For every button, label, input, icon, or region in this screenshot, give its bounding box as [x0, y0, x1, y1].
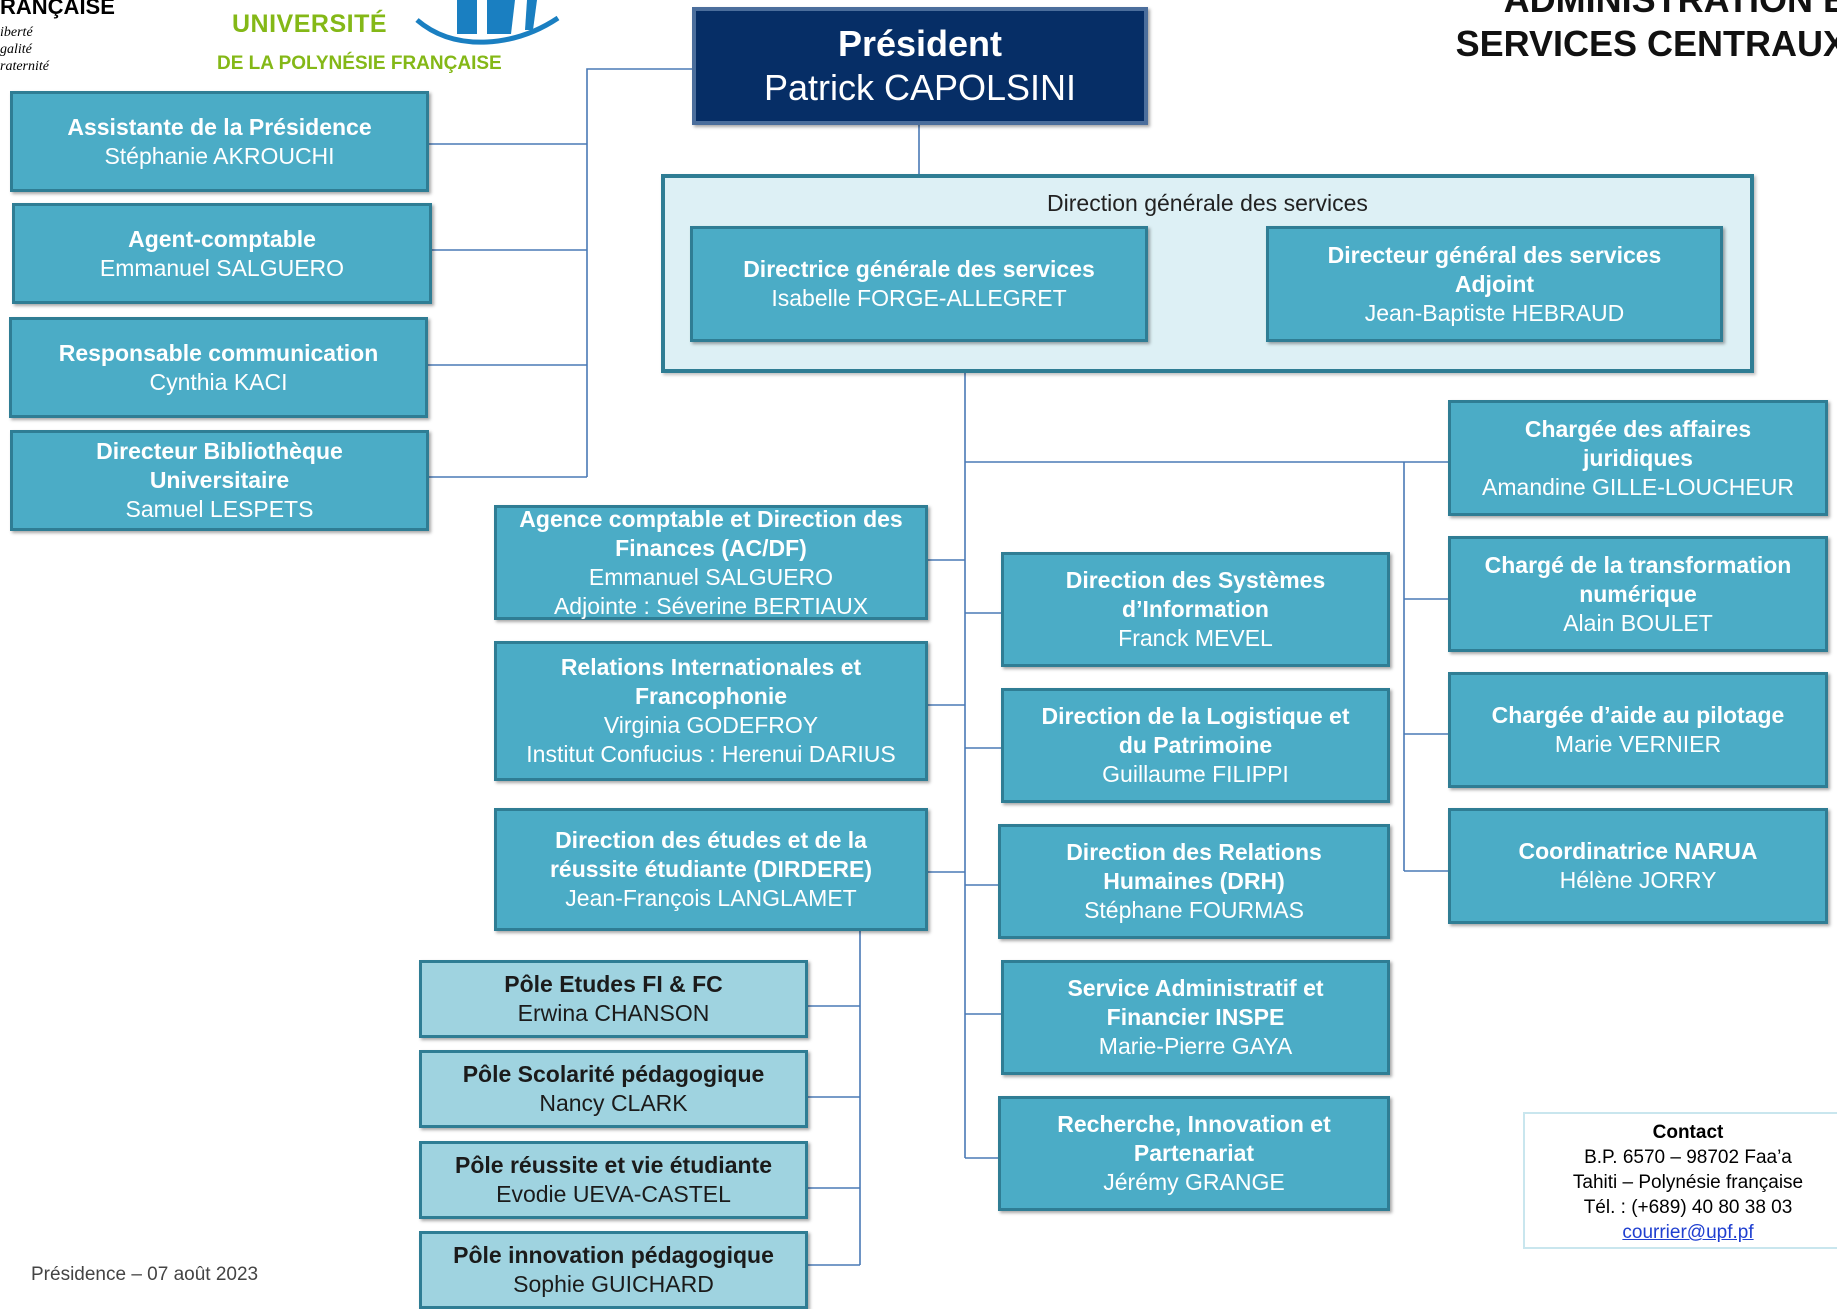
direction-box-acdf: Agence comptable et Direction des Financ…: [494, 505, 928, 620]
dgs-deputy-box: Directeur général des services Adjoint J…: [1266, 226, 1723, 342]
staff-box-narua: Coordinatrice NARUA Hélène JORRY: [1448, 808, 1828, 924]
direction-box-logistique: Direction de la Logistique et du Patrimo…: [1001, 688, 1390, 803]
direction-box-recherche: Recherche, Innovation et Partenariat Jér…: [998, 1096, 1390, 1211]
republic-wordmark: RANÇAISE: [0, 0, 115, 19]
direction-box-relations-internationales: Relations Internationales et Francophoni…: [494, 641, 928, 781]
staff-box-numerique: Chargé de la transformation numérique Al…: [1448, 536, 1828, 652]
dgs-title: Direction générale des services: [1047, 190, 1368, 216]
staff-box-bibliotheque: Directeur Bibliothèque Universitaire Sam…: [10, 430, 429, 531]
staff-box-assistant: Assistante de la Présidence Stéphanie AK…: [10, 91, 429, 192]
direction-box-dirdere: Direction des études et de la réussite é…: [494, 808, 928, 931]
university-subtitle: DE LA POLYNÉSIE FRANÇAISE: [217, 53, 502, 74]
footer-date: Présidence – 07 août 2023: [31, 1264, 259, 1285]
pole-box-innovation: Pôle innovation pédagogique Sophie GUICH…: [419, 1231, 808, 1309]
direction-box-drh: Direction des Relations Humaines (DRH) S…: [998, 824, 1390, 939]
president-box: Président Patrick CAPOLSINI: [692, 7, 1148, 125]
contact-box: Contact B.P. 6570 – 98702 Faa’a Tahiti –…: [1523, 1112, 1837, 1249]
staff-box-agent-comptable: Agent-comptable Emmanuel SALGUERO: [12, 203, 432, 304]
document-title: ADMINISTRATION E SERVICES CENTRAUX: [1455, 0, 1837, 64]
contact-email-link[interactable]: courrier@upf.pf: [1622, 1222, 1754, 1243]
pole-box-scolarite: Pôle Scolarité pédagogique Nancy CLARK: [419, 1050, 808, 1128]
direction-box-inspe: Service Administratif et Financier INSPE…: [1001, 960, 1390, 1075]
president-title: Président: [837, 23, 1003, 64]
republic-motto: iberté galité raternité: [0, 25, 49, 74]
dgs-director-box: Directrice générale des services Isabell…: [690, 226, 1148, 342]
direction-box-dsi: Direction des Systèmes d’Information Fra…: [1001, 552, 1390, 667]
staff-box-juridique: Chargée des affaires juridiques Amandine…: [1448, 400, 1828, 516]
contact-title: Contact: [1652, 1122, 1724, 1143]
staff-box-communication: Responsable communication Cynthia KACI: [9, 317, 428, 418]
president-name: Patrick CAPOLSINI: [763, 67, 1077, 108]
canoe-sail-icon: [415, 0, 560, 45]
pole-box-reussite: Pôle réussite et vie étudiante Evodie UE…: [419, 1141, 808, 1219]
staff-box-pilotage: Chargée d’aide au pilotage Marie VERNIER: [1448, 672, 1828, 788]
university-name: UNIVERSITÉ: [232, 10, 388, 38]
pole-box-etudes: Pôle Etudes FI & FC Erwina CHANSON: [419, 960, 808, 1038]
